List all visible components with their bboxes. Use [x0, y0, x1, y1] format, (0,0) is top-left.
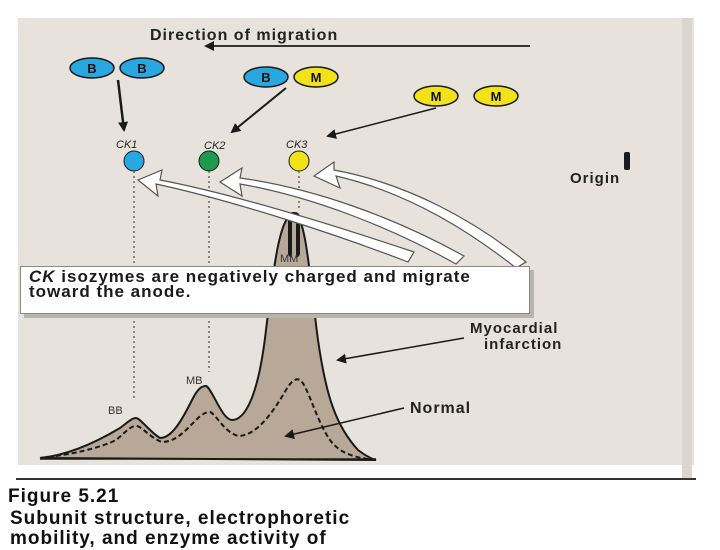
peak-label-mm: MM [280, 253, 298, 265]
caption-title: Figure 5.21 [8, 486, 120, 507]
ck3-spot [288, 150, 310, 172]
ck2-label: CK2 [204, 140, 225, 152]
subunit-m: M [311, 70, 322, 85]
callout-text: isozymes are negatively charged and migr… [29, 267, 471, 301]
figure-caption: Figure 5.21 Subunit structure, electroph… [8, 478, 696, 549]
infarction-curve [39, 212, 377, 461]
infarction-label-line1: Myocardial [470, 320, 558, 337]
origin-label: Origin [570, 170, 620, 187]
ck3-label: CK3 [286, 139, 308, 151]
infarction-pointer [336, 337, 465, 364]
ck2-spot [198, 150, 220, 172]
normal-pointer [284, 407, 405, 440]
ck3-assembly-arrow [326, 107, 437, 139]
ck2-assembly-arrow [230, 87, 287, 134]
ck1-spot [123, 150, 145, 172]
migration-arrow-to-ck3 [312, 160, 528, 269]
migration-arrow-to-ck1 [136, 169, 415, 263]
ck1-label: CK1 [116, 139, 137, 151]
ck1-subunits: B B [69, 57, 165, 79]
peak-label-mb: MB [186, 375, 203, 387]
caption-line-1: Subunit structure, electrophoretic [10, 508, 351, 529]
normal-curve [39, 378, 377, 461]
subunit-b: B [261, 70, 270, 85]
origin-mark [624, 152, 630, 170]
callout-box: CK isozymes are negatively charged and m… [20, 266, 530, 314]
subunit-m: M [491, 89, 502, 104]
anode-migration-arrows [136, 160, 528, 269]
subunit-m: M [431, 89, 442, 104]
normal-label: Normal [410, 400, 471, 417]
subunit-b: B [87, 61, 96, 76]
direction-label: Direction of migration [150, 27, 338, 44]
peak-label-bb: BB [108, 405, 123, 417]
subunit-b: B [137, 61, 146, 76]
infarction-label-line2: infarction [484, 336, 562, 353]
right-edge-strip [682, 18, 692, 523]
ck1-assembly-arrow [116, 79, 129, 132]
ck2-subunits: B M [243, 66, 339, 88]
migration-arrow-to-ck2 [218, 166, 465, 265]
callout-ck: CK [29, 267, 56, 286]
ck3-subunits: M M [413, 85, 519, 107]
caption-line-2: mobility, and enzyme activity of [10, 528, 327, 549]
